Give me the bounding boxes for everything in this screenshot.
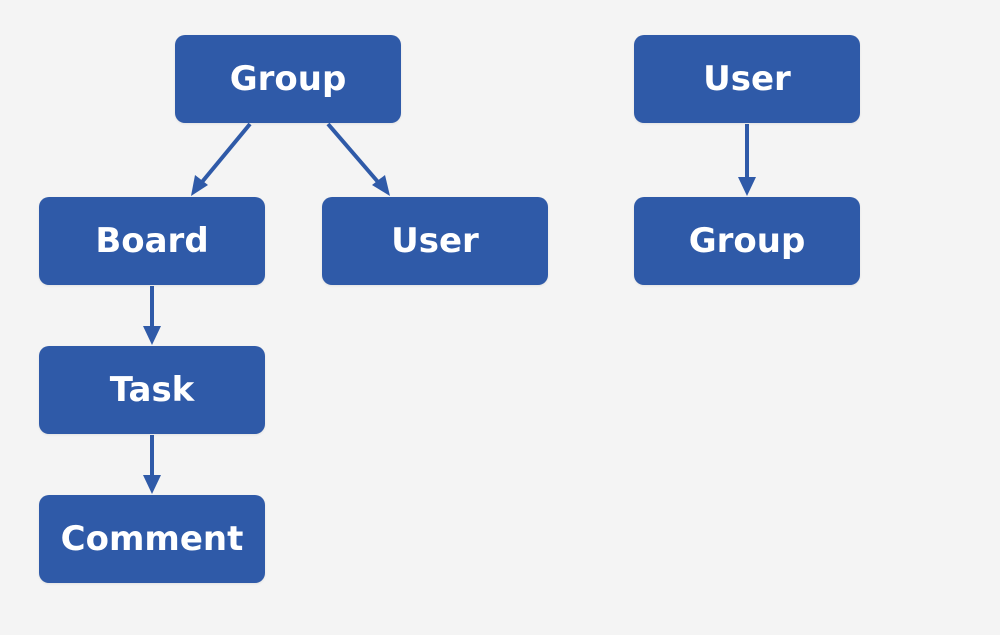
edge-group-to-user — [326, 122, 380, 184]
node-comment: Comment — [39, 495, 265, 583]
node-board: Board — [39, 197, 265, 285]
arrowhead-group-to-board — [191, 175, 208, 196]
node-user-left: User — [322, 197, 548, 285]
arrowhead-task-to-comment — [143, 475, 161, 494]
node-label: Group — [688, 221, 806, 261]
arrowhead-board-to-task — [143, 326, 161, 345]
node-group-root: Group — [175, 35, 401, 123]
arrowhead-group-to-user — [372, 175, 390, 196]
node-label: Board — [95, 221, 209, 261]
node-label: Comment — [60, 519, 244, 559]
arrowhead-user-to-group — [738, 177, 756, 196]
node-label: User — [703, 59, 791, 99]
node-label: Group — [229, 59, 347, 99]
node-label: Task — [109, 370, 195, 410]
edge-group-to-board — [200, 122, 252, 184]
node-group-right: Group — [634, 197, 860, 285]
node-user-root: User — [634, 35, 860, 123]
node-task: Task — [39, 346, 265, 434]
node-label: User — [391, 221, 479, 261]
